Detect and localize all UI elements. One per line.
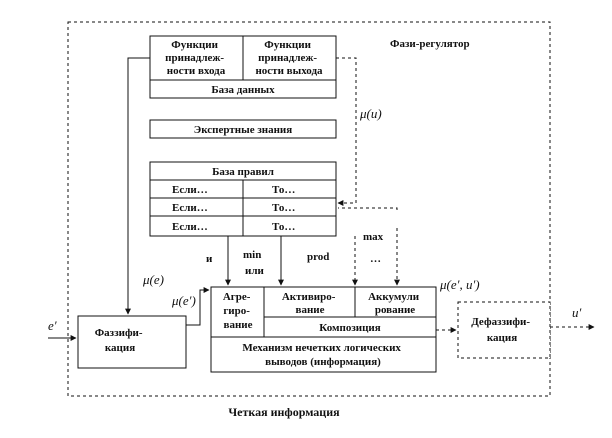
mu-e-prime-label: μ(e′) xyxy=(171,293,196,308)
expert-knowledge-block: Экспертные знания xyxy=(149,119,337,139)
rule-if-2: Если… xyxy=(172,202,208,214)
mu-u-connector xyxy=(336,57,357,206)
op-and: и xyxy=(206,253,213,265)
expert-knowledge-label: Экспертные знания xyxy=(194,124,292,136)
output-u-label: u′ xyxy=(572,305,582,320)
database-cell-output: Функции принадлеж- ности выхода xyxy=(255,39,323,77)
database-block: Функции принадлеж- ности входа Функции п… xyxy=(149,35,337,99)
rule-then-2: То… xyxy=(272,202,295,214)
op-max: max xyxy=(363,231,384,243)
rule-if-1: Если… xyxy=(172,184,208,196)
defuzzification-label: Дефаззифи- кация xyxy=(471,316,533,344)
regulator-title: Фази-регулятор xyxy=(390,38,470,50)
op-prod: prod xyxy=(307,251,329,263)
rule-then-1: То… xyxy=(272,184,295,196)
rule-base-block: База правил Если… То… Если… То… Если… То… xyxy=(149,161,337,237)
fuzz-to-inference xyxy=(186,287,210,326)
fuzzification-label: Фаззифи- кация xyxy=(95,327,146,354)
inference-accumulation: Аккумули рование xyxy=(368,291,422,316)
regulator-border xyxy=(67,21,551,397)
crisp-information-label: Четкая информация xyxy=(228,405,340,419)
inference-composition: Композиция xyxy=(319,322,380,334)
rule-then-3: То… xyxy=(272,221,295,233)
input-e-label: e′ xyxy=(48,318,57,333)
mu-u-label: μ(u) xyxy=(359,106,382,121)
mu-e-label: μ(e) xyxy=(142,272,164,287)
database-label: База данных xyxy=(211,84,275,96)
defuzzification-block: Дефаззифи- кация xyxy=(457,301,551,359)
mu-e-connector xyxy=(125,57,150,315)
database-cell-input: Функции принадлеж- ности входа xyxy=(165,39,227,77)
mu-e-u-label: μ(e′, u′) xyxy=(439,277,480,292)
inference-block: Агре- гиро- вание Активиро- вание Аккуму… xyxy=(210,286,437,373)
feedback-connector xyxy=(338,207,398,210)
inference-mechanism: Механизм нечетких логических выводов (ин… xyxy=(242,342,403,368)
fuzzification-block: Фаззифи- кация xyxy=(77,315,187,369)
op-dots: … xyxy=(370,253,381,265)
op-or: или xyxy=(245,265,265,277)
rule-if-3: Если… xyxy=(172,221,208,233)
rule-base-title: База правил xyxy=(212,166,274,178)
inference-aggregation: Агре- гиро- вание xyxy=(223,291,253,331)
inference-activation: Активиро- вание xyxy=(282,291,338,316)
op-min: min xyxy=(243,249,261,261)
